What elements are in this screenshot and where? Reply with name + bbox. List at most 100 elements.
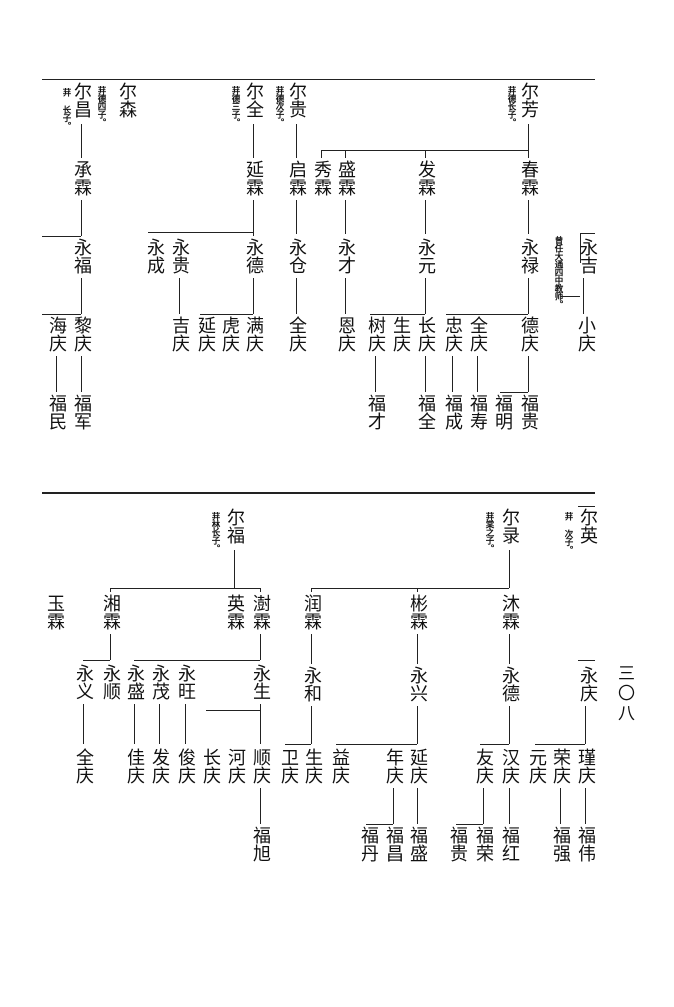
link (81, 200, 82, 236)
name-enqing: 恩庆 (335, 316, 356, 352)
name-yongmao: 永茂 (149, 664, 170, 700)
name-yongsheng-b: 永生 (250, 664, 271, 700)
link (336, 744, 417, 745)
link (345, 150, 346, 158)
link (81, 278, 82, 314)
note-ergui: 荓德次子。 (274, 86, 284, 126)
name-liqing: 黎庆 (71, 316, 92, 352)
link (425, 150, 426, 158)
name-chenglin: 承霖 (71, 160, 92, 196)
name-furong: 福荣 (473, 826, 494, 862)
name-fushou: 福寿 (467, 394, 488, 430)
link (509, 706, 510, 744)
name-junqing: 俊庆 (175, 748, 196, 784)
link (311, 634, 312, 664)
name-fumin: 福民 (46, 394, 67, 430)
link (528, 124, 529, 158)
link (311, 706, 312, 744)
link (425, 356, 426, 392)
note-erquan: 荓德三子。 (230, 86, 240, 126)
link (260, 588, 261, 592)
name-yongshun: 永顺 (100, 664, 121, 700)
name-fuqiang: 福强 (550, 826, 571, 862)
link (393, 788, 394, 824)
name-yonglu: 永禄 (518, 238, 539, 274)
link (509, 634, 510, 664)
link (417, 634, 418, 664)
name-qilin: 启霖 (286, 160, 307, 196)
link (370, 314, 425, 315)
name-youqing: 友庆 (473, 748, 494, 784)
link (456, 824, 483, 825)
name-heqing: 河庆 (225, 748, 246, 784)
name-hanqing: 汉庆 (499, 748, 520, 784)
name-xiaoqing: 小庆 (575, 316, 596, 352)
name-manqing: 满庆 (243, 316, 264, 352)
name-yonggui: 永贵 (169, 238, 190, 274)
name-yanlin: 延霖 (243, 160, 264, 196)
name-yongji: 永吉 (577, 238, 598, 274)
link (345, 278, 346, 314)
link (509, 788, 510, 824)
name-fuchang: 福昌 (383, 826, 404, 862)
name-zhongqing: 忠庆 (442, 316, 463, 352)
link (366, 824, 393, 825)
link (500, 392, 528, 393)
name-yongcheng: 永成 (144, 238, 165, 274)
name-fuxu: 福旭 (250, 826, 271, 862)
name-changqing-b: 长庆 (200, 748, 221, 784)
note-erlu: 荓棠之子。 (484, 512, 494, 552)
link (477, 356, 478, 392)
link (528, 356, 529, 392)
link (234, 550, 235, 588)
name-erfang: 尔芳 (518, 82, 539, 118)
link (446, 314, 528, 315)
name-mulin: 沐霖 (499, 594, 520, 630)
link (260, 634, 261, 660)
link (285, 744, 311, 745)
note-erchang: 荓 长子。 (61, 88, 71, 130)
name-shengqing: 生庆 (390, 316, 411, 352)
link (580, 233, 595, 234)
link (509, 550, 510, 588)
name-erfu: 尔福 (224, 508, 245, 544)
name-yongfu: 永福 (71, 238, 92, 274)
link (417, 588, 418, 592)
name-erying: 尔英 (577, 508, 598, 544)
name-yanqing-b: 延庆 (407, 748, 428, 784)
link (206, 710, 260, 711)
top-rule-left (42, 79, 82, 80)
link (375, 356, 376, 392)
top-rule (42, 79, 595, 80)
link (260, 704, 261, 744)
name-ergui: 尔贵 (286, 82, 307, 118)
link (535, 744, 585, 745)
link (578, 506, 595, 507)
name-erchang: 尔昌 (71, 82, 92, 118)
link (417, 706, 418, 744)
name-xiulin: 秀霖 (311, 160, 332, 196)
note-erfu: 荓林长子。 (210, 512, 220, 552)
link (560, 788, 561, 824)
name-yongyuan: 永元 (415, 238, 436, 274)
link (528, 278, 529, 314)
name-quanqing-a: 全庆 (286, 316, 307, 352)
link (134, 660, 260, 661)
link (578, 660, 595, 661)
name-binlin: 彬霖 (407, 594, 428, 630)
name-shuqing: 树庆 (365, 316, 386, 352)
name-fusheng: 福盛 (407, 826, 428, 862)
link (159, 704, 160, 744)
link (110, 588, 111, 592)
name-fujun: 福军 (71, 394, 92, 430)
name-changqing: 长庆 (415, 316, 436, 352)
name-falin: 发霖 (415, 160, 436, 196)
name-yongyi: 永义 (73, 664, 94, 700)
name-yongcai: 永才 (335, 238, 356, 274)
link (56, 356, 57, 392)
name-fuwei: 福伟 (575, 826, 596, 862)
link (425, 200, 426, 234)
name-fudan: 福丹 (358, 826, 379, 862)
name-quanqing: 全庆 (73, 748, 94, 784)
name-shenglin: 盛霖 (335, 160, 356, 196)
